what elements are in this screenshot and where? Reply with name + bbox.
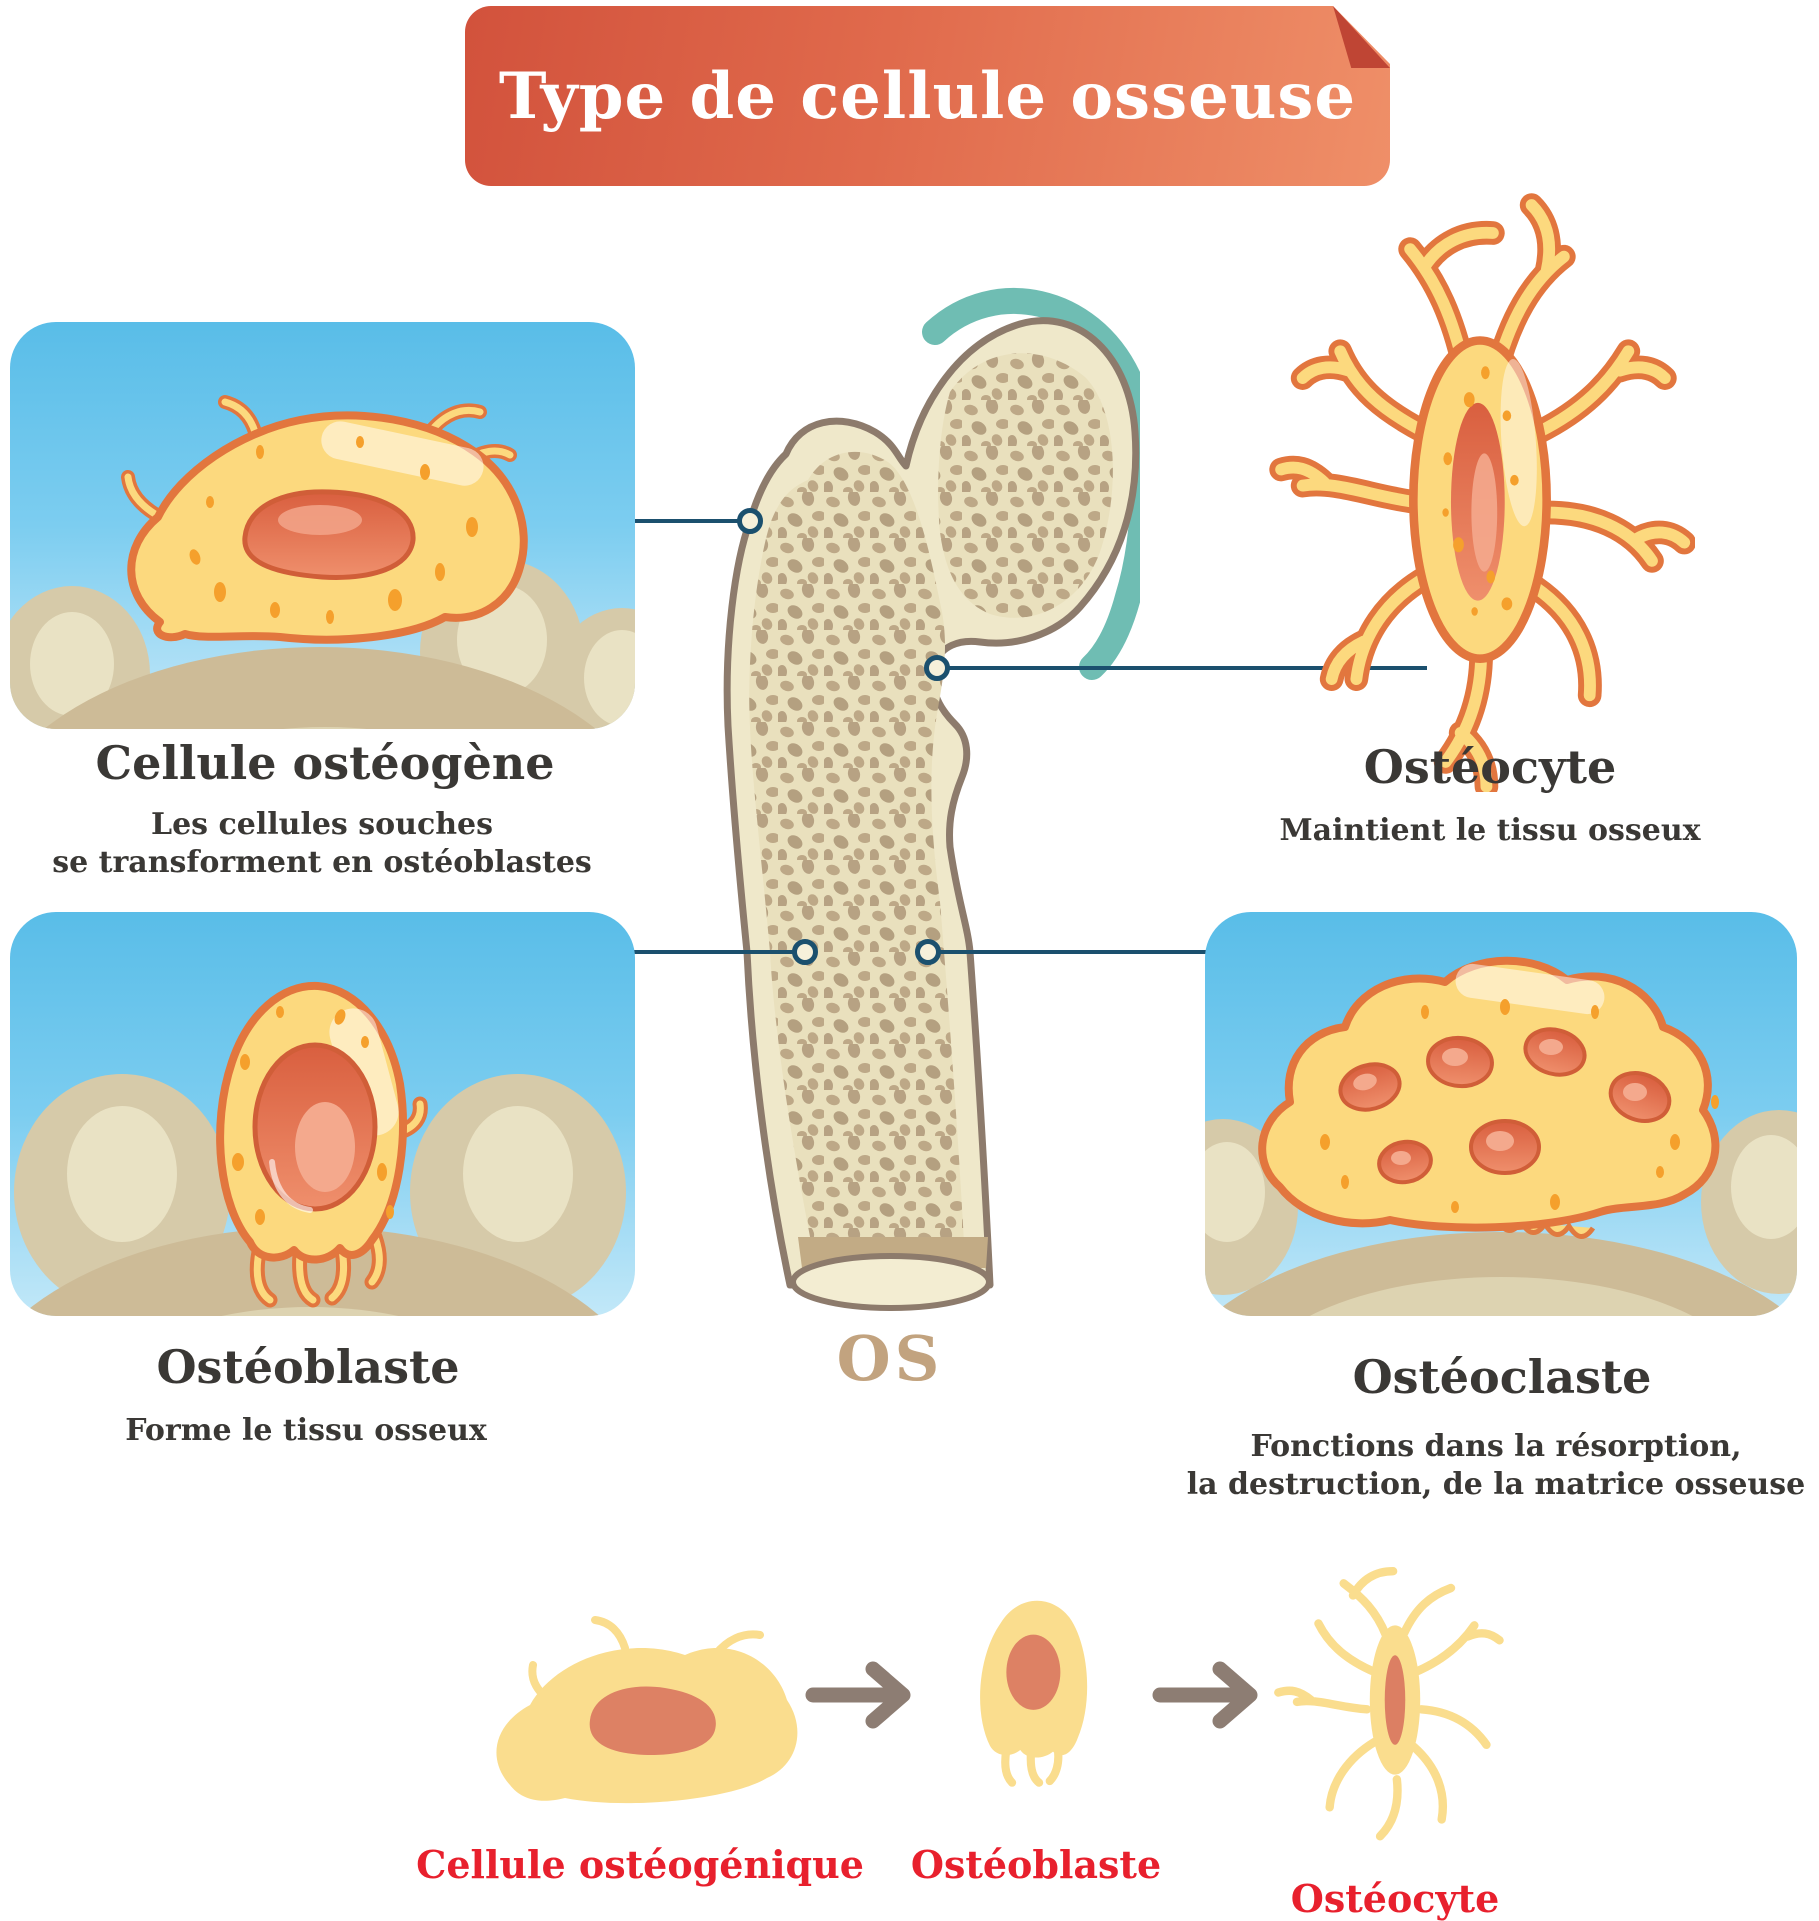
osteogene-panel: [10, 322, 635, 729]
connector-line-osteoblaste: [633, 950, 803, 954]
osteocyte-cell-illustration: [1269, 193, 1695, 792]
osteocyte-description: Maintient le tissu osseux: [1279, 813, 1701, 848]
sequence-label-osteogenique: Cellule ostéogénique: [416, 1842, 864, 1887]
osteogene-description: Les cellules souches se transforment en …: [52, 807, 592, 880]
bone-surface-highlight: [221, 1307, 399, 1316]
osteoblaste-panel: [10, 912, 635, 1316]
bone-end-cap: [790, 1253, 992, 1311]
osteoclaste-description: Fonctions dans la résorption, la destruc…: [1186, 1429, 1806, 1502]
bone-surface: [44, 647, 596, 729]
bone-surface-highlight: [1309, 1277, 1693, 1316]
connector-line-osteoclaste: [930, 950, 1206, 954]
osteoclast-cell-illustration: [1205, 956, 1797, 1316]
connector-dot-osteoblaste: [792, 939, 818, 965]
osteogenic-cell: [121, 395, 528, 644]
arrow-right-icon: [1152, 1661, 1258, 1729]
spongy-bone-head: [938, 353, 1113, 618]
osteogene-heading: Cellule ostéogène: [95, 736, 555, 790]
title-banner: Type de cellule osseuse: [465, 6, 1390, 186]
osteocyte-heading: Ostéocyte: [1363, 740, 1617, 794]
osteoblaste-description: Forme le tissu osseux: [125, 1413, 487, 1448]
arrow-right-icon: [805, 1661, 911, 1729]
bone-label: OS: [836, 1322, 944, 1395]
connector-dot-osteoclaste: [915, 939, 941, 965]
osteoblast-cell-illustration: [14, 981, 626, 1316]
spongy-bone-body: [749, 451, 965, 1262]
connector-dot-osteogene: [737, 508, 763, 534]
sequence-osteoblast-cell-illustration: [980, 1600, 1088, 1787]
connector-line-osteogene: [632, 519, 750, 523]
osteoclaste-panel: [1205, 912, 1797, 1316]
osteoblast-cell: [216, 981, 428, 1308]
osteocyte-dendrites: [1269, 193, 1695, 792]
cartilage-cap: [922, 288, 1140, 680]
osteogenic-cell-illustration: [10, 395, 635, 729]
page-title: Type de cellule osseuse: [498, 58, 1357, 134]
bone-surface: [20, 1227, 600, 1316]
bone-surface-highlight: [283, 727, 367, 729]
osteoblaste-heading: Ostéoblaste: [156, 1340, 460, 1394]
femur-bone-illustration: [723, 288, 1140, 1311]
osteoclast-cell: [1258, 956, 1720, 1239]
connector-line-osteocyte: [945, 666, 1427, 670]
sequence-osteocyte-cell-illustration: [1274, 1567, 1504, 1841]
bone-surface: [1210, 1232, 1792, 1316]
osteoclaste-heading: Ostéoclaste: [1352, 1350, 1652, 1404]
connector-dot-osteocyte: [924, 655, 950, 681]
sequence-label-osteoblaste: Ostéoblaste: [910, 1842, 1162, 1887]
sequence-label-osteocyte: Ostéocyte: [1290, 1876, 1500, 1921]
sequence-osteogenic-cell-illustration: [496, 1616, 798, 1804]
